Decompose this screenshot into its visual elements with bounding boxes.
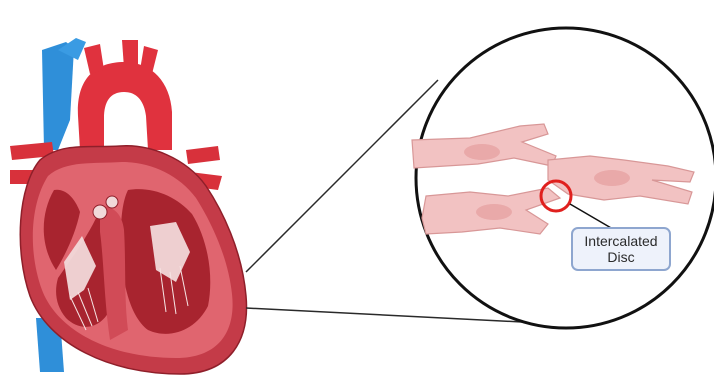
- magnified-view: [412, 28, 714, 328]
- superior-vena-cava: [42, 42, 74, 150]
- zoom-line-top: [246, 80, 438, 272]
- pulmonary-valve-ring: [93, 205, 107, 219]
- intercalated-disc-callout: Intercalated Disc: [572, 228, 670, 270]
- aortic-branch-2: [122, 40, 138, 68]
- aortic-valve-ring: [106, 196, 118, 208]
- zoom-line-bottom: [246, 308, 522, 322]
- callout-label-line1: Intercalated: [584, 233, 657, 249]
- aortic-branch-1: [84, 44, 104, 74]
- aortic-arch: [78, 62, 172, 150]
- aortic-branch-3: [140, 46, 158, 74]
- pulmonary-vessel-right: [186, 146, 220, 164]
- nucleus: [594, 170, 630, 186]
- callout-label-line2: Disc: [607, 249, 634, 265]
- nucleus: [476, 204, 512, 220]
- nucleus: [464, 144, 500, 160]
- heart-illustration: [10, 38, 246, 374]
